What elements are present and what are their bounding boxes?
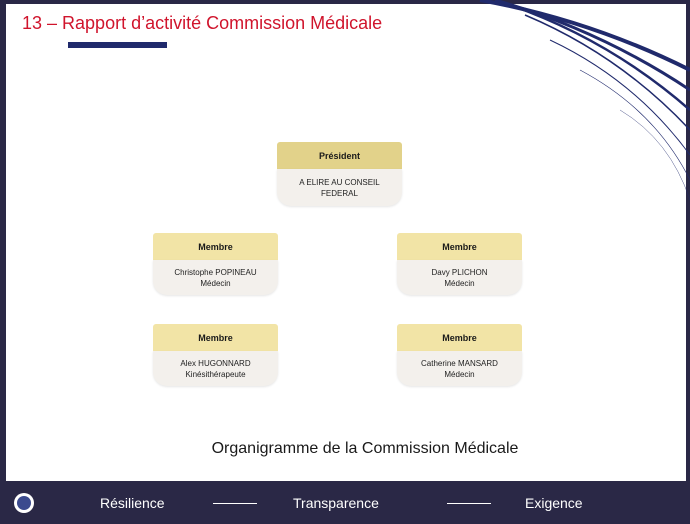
member-card-header: Membre — [153, 233, 278, 260]
footer-separator — [447, 503, 491, 504]
president-line-1: A ELIRE AU CONSEIL — [299, 177, 380, 187]
president-card-body: A ELIRE AU CONSEIL FEDERAL — [277, 169, 402, 206]
member-card-body: Alex HUGONNARD Kinésithérapeute — [153, 351, 278, 386]
member-name: Catherine MANSARD — [421, 358, 498, 368]
slide-title: 13 – Rapport d’activité Commission Médic… — [22, 13, 383, 33]
frame-right-border — [686, 0, 690, 481]
member-card-header: Membre — [397, 233, 522, 260]
frame-left-border — [0, 0, 6, 481]
org-chart-caption: Organigramme de la Commission Médicale — [211, 440, 519, 457]
member-name: Alex HUGONNARD — [180, 358, 251, 368]
president-line-2: FEDERAL — [321, 188, 358, 198]
member-card: Membre Christophe POPINEAU Médecin — [153, 233, 278, 295]
member-card: Membre Davy PLICHON Médecin — [397, 233, 522, 295]
frame-top-border — [0, 0, 690, 4]
footer-word-resilience: Résilience — [100, 495, 165, 511]
member-card-body: Davy PLICHON Médecin — [397, 260, 522, 295]
member-title: Médecin — [444, 278, 475, 288]
footer-word-exigence: Exigence — [525, 495, 583, 511]
federation-logo-icon — [14, 493, 34, 513]
member-card-body: Catherine MANSARD Médecin — [397, 351, 522, 386]
member-card-header: Membre — [397, 324, 522, 351]
corner-decoration-lines — [479, 0, 690, 200]
president-card-header: Président — [277, 142, 402, 169]
member-name: Christophe POPINEAU — [174, 267, 257, 277]
member-title: Médecin — [444, 369, 475, 379]
footer-word-transparence: Transparence — [293, 495, 379, 511]
member-card: Membre Catherine MANSARD Médecin — [397, 324, 522, 386]
footer-separator — [213, 503, 257, 504]
member-card-body: Christophe POPINEAU Médecin — [153, 260, 278, 295]
member-card-header: Membre — [153, 324, 278, 351]
footer-bar: Résilience Transparence Exigence — [0, 481, 690, 524]
title-underline-bar — [68, 42, 167, 48]
member-card: Membre Alex HUGONNARD Kinésithérapeute — [153, 324, 278, 386]
president-card: Président A ELIRE AU CONSEIL FEDERAL — [277, 142, 402, 206]
member-title: Médecin — [200, 278, 231, 288]
member-title: Kinésithérapeute — [185, 369, 246, 379]
member-name: Davy PLICHON — [431, 267, 488, 277]
